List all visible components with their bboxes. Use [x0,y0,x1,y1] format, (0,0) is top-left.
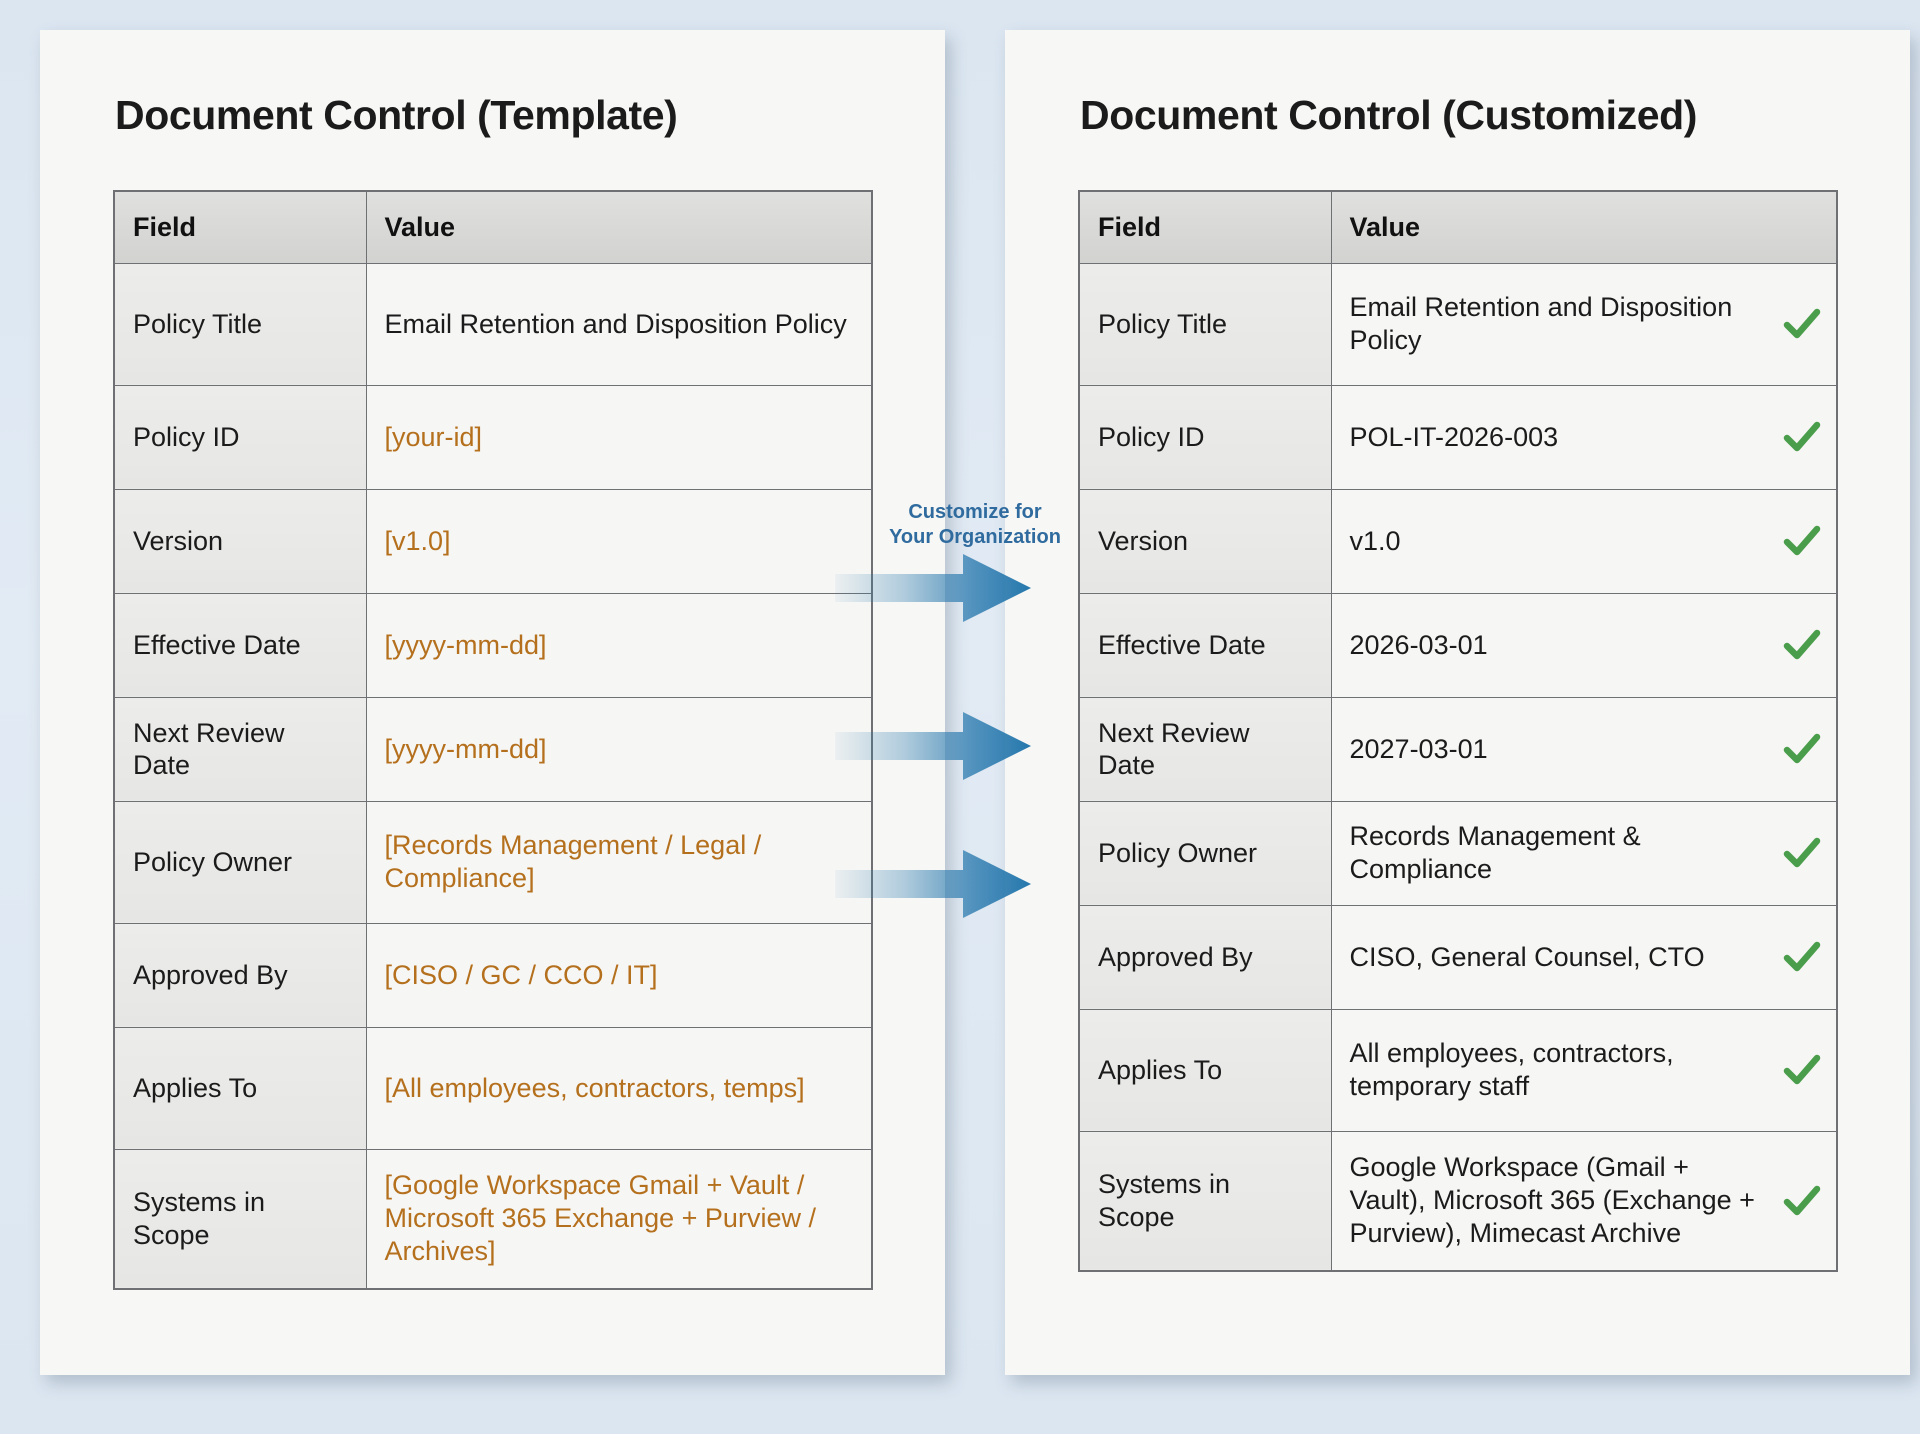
field-cell: Applies To [113,1026,367,1150]
field-cell: Effective Date [1078,592,1332,698]
value-cell: Google Workspace (Gmail + Vault), Micros… [1330,1130,1838,1272]
value-cell: Email Retention and Disposition Policy [1330,262,1838,386]
value-cell: All employees, contractors, temporary st… [1330,1008,1838,1132]
value-cell: CISO, General Counsel, CTO [1330,904,1838,1010]
placeholder-value-cell: [v1.0] [365,488,873,594]
value-cell: Records Management & Compliance [1330,800,1838,906]
table-row: Policy Title Email Retention and Disposit… [1078,262,1838,386]
field-cell: Next Review Date [1078,696,1332,802]
checkmark-icon [1782,304,1822,344]
checkmark-icon [1782,833,1822,873]
value-text: v1.0 [1349,525,1401,556]
field-cell: Approved By [1078,904,1332,1010]
field-cell: Version [1078,488,1332,594]
placeholder-value-cell: [your-id] [365,384,873,490]
value-cell: POL-IT-2026-003 [1330,384,1838,490]
placeholder-value-cell: [yyyy-mm-dd] [365,696,873,802]
customized-panel-title: Document Control (Customized) [1080,92,1698,138]
placeholder-value-cell: [All employees, contractors, temps] [365,1026,873,1150]
column-header-field: Field [113,190,367,264]
connector-label-line1: Customize for [908,501,1042,523]
connector-label: Customize for Your Organization [863,500,1087,550]
value-cell: Email Retention and Disposition Policy [365,262,873,386]
table-row: Effective Date 2026-03-01 [1078,592,1838,698]
placeholder-value-cell: [CISO / GC / CCO / IT] [365,922,873,1028]
table-row: Version[v1.0] [113,488,873,594]
table-row: Approved By CISO, General Counsel, CTO [1078,904,1838,1010]
checkmark-icon [1782,937,1822,977]
table-row: Policy ID[your-id] [113,384,873,490]
checkmark-icon [1782,625,1822,665]
field-cell: Systems in Scope [1078,1130,1332,1272]
checkmark-icon [1782,417,1822,457]
field-cell: Policy Title [113,262,367,386]
value-text: Google Workspace (Gmail + Vault), Micros… [1349,1152,1755,1249]
field-cell: Policy Owner [113,800,367,924]
placeholder-value-cell: [yyyy-mm-dd] [365,592,873,698]
table-row: Next Review Date[yyyy-mm-dd] [113,696,873,802]
table-row: Policy Owner[Records Management / Legal … [113,800,873,924]
table-header-row: Field Value [113,190,873,264]
table-row: Next Review Date 2027-03-01 [1078,696,1838,802]
column-header-value: Value [365,190,873,264]
template-panel: Document Control (Template) Field Value … [40,30,945,1375]
right-arrow-icon [835,848,1031,920]
table-header-row: Field Value [1078,190,1838,264]
value-cell: 2026-03-01 [1330,592,1838,698]
table-row: Applies To[All employees, contractors, t… [113,1026,873,1150]
value-text: 2026-03-01 [1349,629,1488,660]
field-cell: Systems in Scope [113,1148,367,1290]
field-cell: Effective Date [113,592,367,698]
customized-table: Field Value Policy Title Email Retention … [1078,190,1838,1272]
field-cell: Policy Title [1078,262,1332,386]
value-text: CISO, General Counsel, CTO [1349,941,1705,972]
value-text: Records Management & Compliance [1349,821,1641,884]
column-header-field: Field [1078,190,1332,264]
value-cell: v1.0 [1330,488,1838,594]
connector-label-line2: Your Organization [889,526,1061,548]
field-cell: Approved By [113,922,367,1028]
checkmark-icon [1782,729,1822,769]
right-arrow-icon [835,552,1031,624]
field-cell: Policy ID [113,384,367,490]
table-row: Policy Owner Records Management & Complia… [1078,800,1838,906]
table-row: Effective Date[yyyy-mm-dd] [113,592,873,698]
field-cell: Policy ID [1078,384,1332,490]
value-text: POL-IT-2026-003 [1349,421,1559,452]
checkmark-icon [1782,1181,1822,1221]
field-cell: Policy Owner [1078,800,1332,906]
placeholder-value-cell: [Google Workspace Gmail + Vault / Micros… [365,1148,873,1290]
table-row: Version v1.0 [1078,488,1838,594]
value-cell: 2027-03-01 [1330,696,1838,802]
value-text: 2027-03-01 [1349,733,1488,764]
value-text: All employees, contractors, temporary st… [1349,1038,1674,1101]
field-cell: Version [113,488,367,594]
field-cell: Applies To [1078,1008,1332,1132]
table-row: Applies To All employees, contractors, te… [1078,1008,1838,1132]
template-panel-title: Document Control (Template) [115,92,678,138]
customize-connector: Customize for Your Organization [835,0,1061,1434]
customized-panel: Document Control (Customized) Field Valu… [1005,30,1910,1375]
field-cell: Next Review Date [113,696,367,802]
table-row: Systems in Scope[Google Workspace Gmail … [113,1148,873,1290]
checkmark-icon [1782,1050,1822,1090]
column-header-value: Value [1330,190,1838,264]
right-arrow-icon [835,710,1031,782]
placeholder-value-cell: [Records Management / Legal / Compliance… [365,800,873,924]
table-row: Approved By[CISO / GC / CCO / IT] [113,922,873,1028]
checkmark-icon [1782,521,1822,561]
value-text: Email Retention and Disposition Policy [1349,292,1733,355]
table-row: Policy ID POL-IT-2026-003 [1078,384,1838,490]
